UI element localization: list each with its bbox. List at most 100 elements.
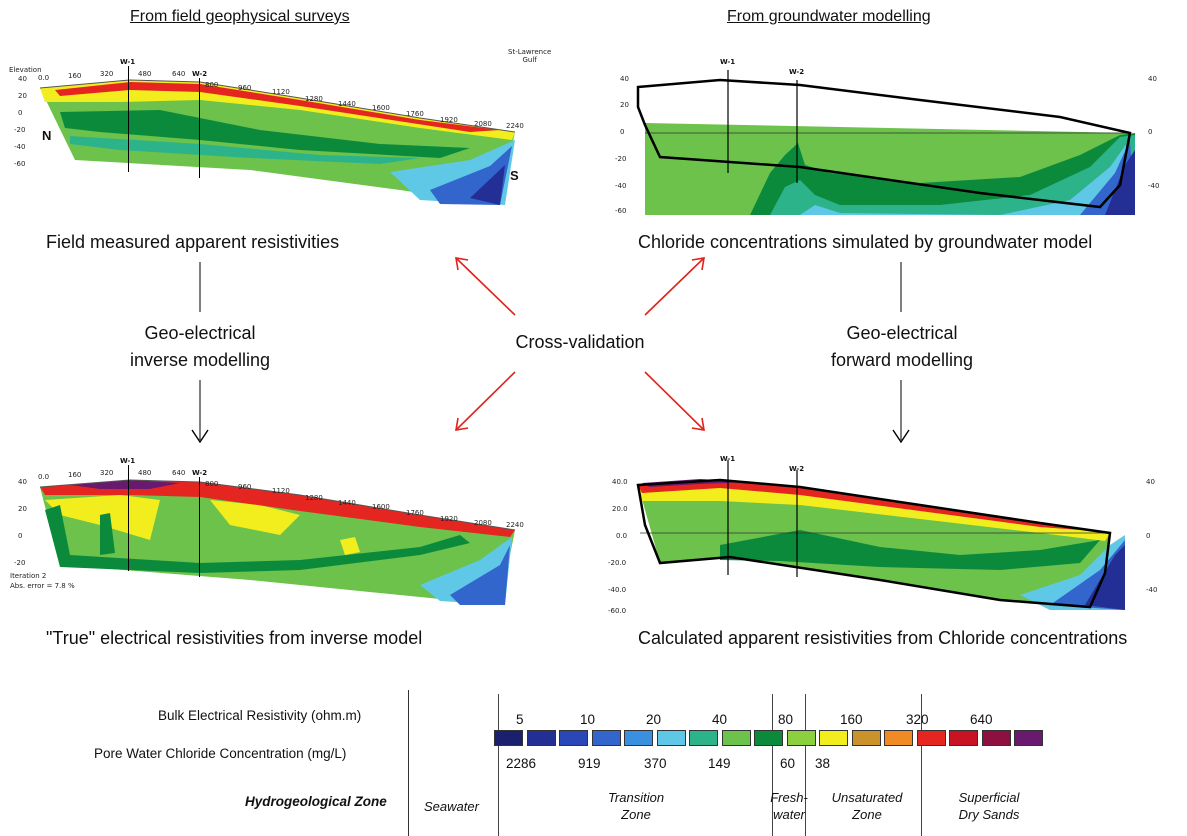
gulf-label-line1: St-Lawrence	[508, 48, 552, 56]
dist-tick: 1760	[406, 110, 424, 118]
zone-fresh-line1: Fresh-	[770, 790, 808, 805]
elev-tick: -20	[14, 559, 26, 567]
dist-tick: 0.0	[38, 74, 50, 82]
legend-divider	[498, 694, 499, 836]
inverse-line2: inverse modelling	[129, 350, 271, 370]
zone-unsaturated: Unsaturated Zone	[822, 789, 912, 823]
zone-transition-line2: Zone	[621, 807, 651, 822]
legend-swatch	[819, 730, 848, 746]
elev-tick: -40	[615, 182, 627, 190]
dist-tick: 1440	[338, 499, 356, 507]
legend-swatch	[1014, 730, 1043, 746]
zone-transition-line1: Transition	[607, 790, 665, 805]
zone-dry-line2: Dry Sands	[958, 807, 1020, 822]
dist-tick: 2240	[506, 122, 524, 130]
zone-seawater: Seawater	[424, 799, 479, 814]
elev-tick: -40.0	[608, 586, 627, 594]
well-w1-label: W-1	[720, 58, 736, 66]
chloride-legend-label: Pore Water Chloride Concentration (mg/L)	[94, 746, 347, 761]
south-label: S	[510, 168, 519, 183]
dist-tick: 1760	[406, 509, 424, 517]
dist-tick: 640	[172, 70, 186, 78]
section-field-apparent-resistivity: Elevation St-Lawrence Gulf N S W-1 W-2 4…	[0, 40, 560, 225]
elev-tick: 0	[18, 532, 23, 540]
elev-tick: -60.0	[608, 607, 627, 615]
legend: Bulk Electrical Resistivity (ohm.m) Pore…	[0, 690, 1187, 836]
section-chloride-simulation: W-1 W-2 40 20 0 -20 -40 -60 40 0 -40	[600, 55, 1170, 225]
section-tr-plot	[636, 70, 1135, 215]
resistivity-value: 640	[970, 712, 993, 727]
legend-swatch	[786, 730, 816, 746]
legend-swatch	[494, 730, 523, 746]
legend-swatch	[656, 730, 686, 746]
legend-swatch	[721, 730, 751, 746]
legend-swatch	[591, 730, 621, 746]
dist-tick: 1440	[338, 100, 356, 108]
well-w1-label: W-1	[120, 457, 136, 465]
forward-line1: Geo-electrical	[846, 323, 958, 343]
well-w2-label: W-2	[192, 469, 208, 477]
dist-tick: 2240	[506, 521, 524, 529]
dist-tick: 320	[100, 469, 114, 477]
header-field-surveys: From field geophysical surveys	[130, 8, 350, 25]
header-groundwater-modelling: From groundwater modelling	[727, 8, 931, 25]
legend-swatch	[526, 730, 556, 746]
well-w1-label: W-1	[720, 455, 736, 463]
dist-tick: 1280	[305, 494, 323, 502]
dist-tick: 160	[68, 471, 82, 479]
elev-tick: -40	[1146, 586, 1158, 594]
elev-tick: 0	[620, 128, 625, 136]
legend-swatch	[884, 730, 913, 746]
legend-swatch	[981, 730, 1011, 746]
elev-tick: -60	[14, 160, 26, 168]
legend-swatch	[624, 730, 653, 746]
well-w2-label: W-2	[192, 70, 208, 78]
dist-tick: 1120	[272, 88, 290, 96]
zone-unsat-line2: Zone	[852, 807, 882, 822]
resistivity-value: 10	[580, 712, 596, 727]
chloride-value: 2286	[506, 756, 537, 771]
dist-tick: 1600	[372, 104, 390, 112]
elev-tick: 40	[1148, 75, 1157, 83]
legend-swatch	[949, 730, 978, 746]
section-true-resistivity: W-1 W-2 0.0 160 320 480 640 800 960 1120…	[0, 455, 560, 625]
legend-swatch	[754, 730, 783, 746]
dist-tick: 0.0	[38, 473, 50, 481]
forward-modelling-label: Geo-electrical forward modelling	[812, 323, 992, 371]
cross-validation-arrows	[455, 257, 705, 431]
zone-freshwater: Fresh- water	[768, 789, 810, 823]
forward-line2: forward modelling	[830, 350, 974, 370]
elev-tick: 40	[1146, 478, 1155, 486]
well-w1-label: W-1	[120, 58, 136, 66]
inverse-line1: Geo-electrical	[144, 323, 256, 343]
elev-tick: 0	[18, 109, 23, 117]
dist-tick: 480	[138, 469, 152, 477]
zone-dry-sands: Superficial Dry Sands	[944, 789, 1034, 823]
north-label: N	[42, 128, 52, 143]
caption-bottom-right: Calculated apparent resistivities from C…	[638, 628, 1128, 648]
elev-tick: 0	[1146, 532, 1151, 540]
elev-tick: 40	[18, 75, 27, 83]
legend-swatch	[916, 730, 946, 746]
elev-tick: 20	[620, 101, 629, 109]
well-w2-label: W-2	[789, 465, 805, 473]
zone-dry-line1: Superficial	[958, 790, 1020, 805]
dist-tick: 1920	[440, 116, 458, 124]
section-calculated-apparent-resistivity: W-1 W-2 40.0 20.0 0.0 -20.0 -40.0 -60.0 …	[580, 455, 1170, 625]
legend-divider	[921, 694, 922, 836]
resistivity-value: 20	[646, 712, 662, 727]
inverse-modelling-label: Geo-electrical inverse modelling	[125, 323, 275, 371]
zone-unsat-line1: Unsaturated	[831, 790, 903, 805]
gulf-label: St-Lawrence Gulf	[508, 48, 551, 64]
zone-legend-label: Hydrogeological Zone	[245, 794, 387, 809]
well-w1-line	[128, 66, 129, 172]
dist-tick: 800	[205, 480, 219, 488]
cross-validation-label: Cross-validation	[515, 332, 645, 352]
resistivity-value: 160	[840, 712, 863, 727]
elev-tick: 0.0	[616, 532, 628, 540]
resistivity-value: 40	[712, 712, 728, 727]
well-w2-line	[199, 477, 200, 577]
gulf-label-line2: Gulf	[522, 56, 537, 64]
zone-transition: Transition Zone	[596, 789, 676, 823]
elev-tick: 40.0	[612, 478, 628, 486]
